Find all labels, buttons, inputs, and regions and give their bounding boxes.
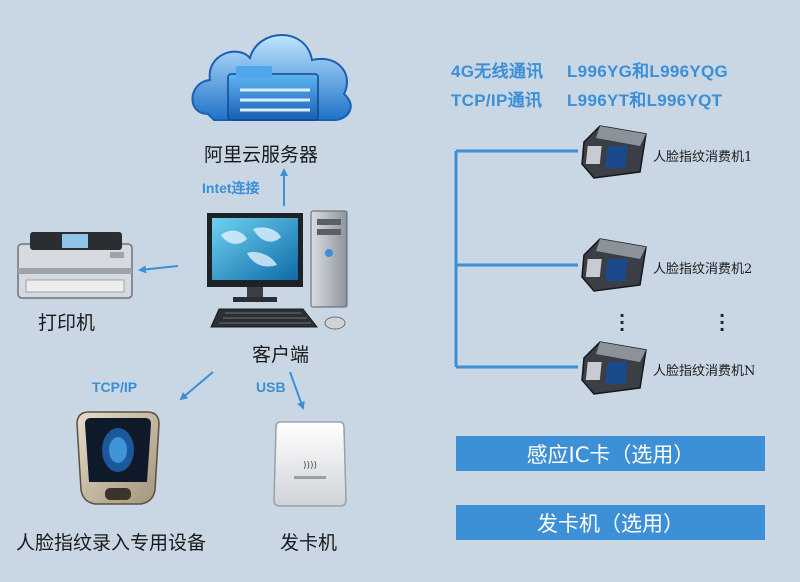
terminal-n-label: 人脸指纹消费机N xyxy=(653,364,756,379)
client-label: 客户端 xyxy=(252,344,310,366)
usb-link-label: USB xyxy=(256,379,286,395)
face-enroll-device-label: 人脸指纹录入专用设备 xyxy=(16,532,207,554)
comm-4g-mode: 4G无线通讯 xyxy=(451,62,544,81)
card-issuer-label: 发卡机 xyxy=(280,532,338,554)
comm-4g-models: L996YG和L996YQG xyxy=(567,62,729,81)
terminal-bracket xyxy=(454,149,578,369)
comm-tcpip-models: L996YT和L996YQT xyxy=(567,91,723,110)
consumption-terminal-icon xyxy=(581,125,647,179)
face-fingerprint-terminal-icon xyxy=(76,411,160,505)
terminal-2-label: 人脸指纹消费机2 xyxy=(653,262,753,277)
arrow-to-face-device xyxy=(179,371,214,401)
printer-icon xyxy=(17,232,133,299)
card-reader-icon: )))) xyxy=(273,421,347,507)
internet-link-label: Intet连接 xyxy=(202,180,260,196)
arrow-to-printer xyxy=(138,265,179,274)
svg-text:)))): )))) xyxy=(303,461,317,471)
ellipsis-dots-right: ··· xyxy=(719,306,726,339)
terminal-1-label: 人脸指纹消费机1 xyxy=(653,150,753,165)
consumption-terminal-icon xyxy=(581,341,647,395)
card-machine-option-bar: 发卡机（选用） xyxy=(456,505,765,540)
desktop-computer-icon xyxy=(207,210,348,330)
consumption-terminal-icon xyxy=(581,238,647,292)
cloud-folder-icon xyxy=(191,34,352,121)
ic-card-option-bar: 感应IC卡（选用） xyxy=(456,436,765,471)
cloud-server-label: 阿里云服务器 xyxy=(204,144,319,166)
printer-label: 打印机 xyxy=(38,312,96,334)
ellipsis-dots-left: ··· xyxy=(619,306,626,339)
tcpip-link-label: TCP/IP xyxy=(92,379,138,395)
comm-tcpip-mode: TCP/IP通讯 xyxy=(451,91,543,110)
arrow-to-card-issuer xyxy=(289,371,305,410)
